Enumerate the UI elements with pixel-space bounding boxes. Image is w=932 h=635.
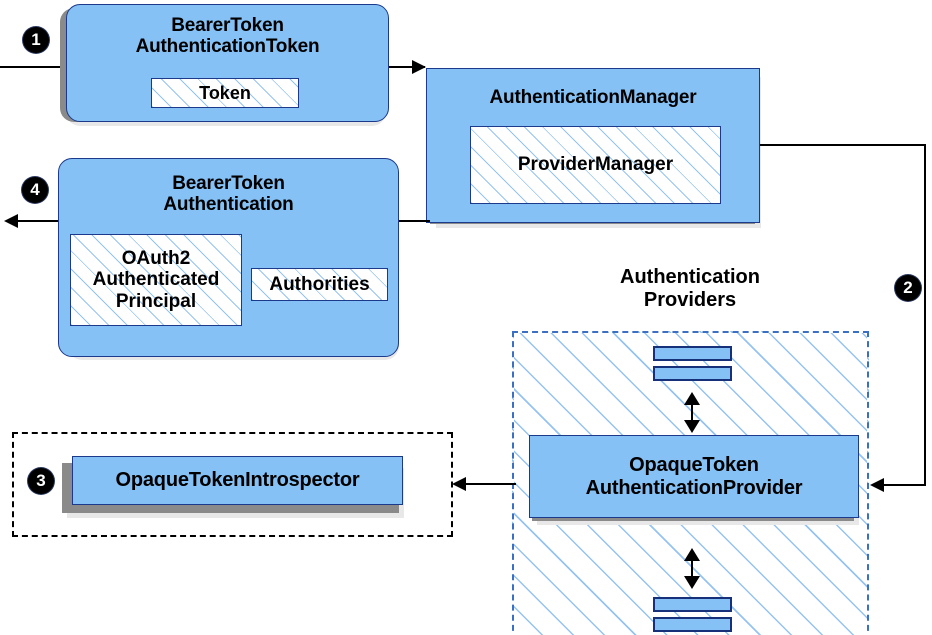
inner-oauth2-authenticated-principal-box[interactable]: OAuth2 Authenticated Principal: [70, 234, 242, 326]
authentication-manager-title: AuthenticationManager: [489, 87, 697, 108]
step-badge-4: 4: [22, 177, 48, 203]
authentication-providers-group-label: Authentication Providers: [620, 266, 760, 311]
node-opaque-token-authentication-provider[interactable]: OpaqueToken AuthenticationProvider: [529, 435, 859, 518]
connector-manager-out-vertical: [924, 144, 926, 485]
connector-vertical-bottom: [691, 552, 693, 582]
connector-provider-to-introspector: [466, 483, 516, 485]
step-badge-3: 3: [28, 468, 54, 494]
connector-into-provider-horizontal: [884, 484, 926, 486]
step-badge-1: 1: [23, 27, 49, 53]
provider-stack-bar-top-2: [653, 366, 732, 381]
bearer-token-authentication-title: BearerToken Authentication: [163, 173, 294, 216]
provider-stack-bar-bottom-1: [653, 597, 732, 612]
opaque-token-introspector-title: OpaqueTokenIntrospector: [115, 469, 360, 492]
provider-stack-bar-top-1: [653, 346, 732, 361]
arrowhead-into-introspector: [452, 477, 466, 491]
arrowhead-token-to-manager: [412, 60, 426, 74]
step-badge-2: 2: [895, 275, 921, 301]
connector-manager-out-horizontal: [760, 144, 926, 146]
opaque-token-authentication-provider-title: OpaqueToken AuthenticationProvider: [585, 454, 803, 499]
arrowhead-down-bottom: [684, 576, 700, 589]
arrowhead-down-top: [684, 420, 700, 433]
arrowhead-authentication-result: [4, 214, 18, 228]
provider-stack-bar-bottom-2: [653, 617, 732, 632]
inner-authorities-box[interactable]: Authorities: [251, 268, 388, 301]
connector-token-to-manager: [389, 66, 425, 68]
arrowhead-into-provider: [870, 478, 884, 492]
node-bearer-token-authentication-token[interactable]: BearerToken AuthenticationToken: [66, 4, 389, 122]
bearer-token-authentication-token-title: BearerToken AuthenticationToken: [135, 15, 320, 58]
opaque-token-introspector-container: [12, 432, 453, 537]
node-opaque-token-introspector[interactable]: OpaqueTokenIntrospector: [72, 456, 403, 505]
inner-provider-manager-box[interactable]: ProviderManager: [470, 126, 721, 204]
inner-token-box[interactable]: Token: [151, 78, 299, 108]
connector-vertical-top: [691, 396, 693, 426]
